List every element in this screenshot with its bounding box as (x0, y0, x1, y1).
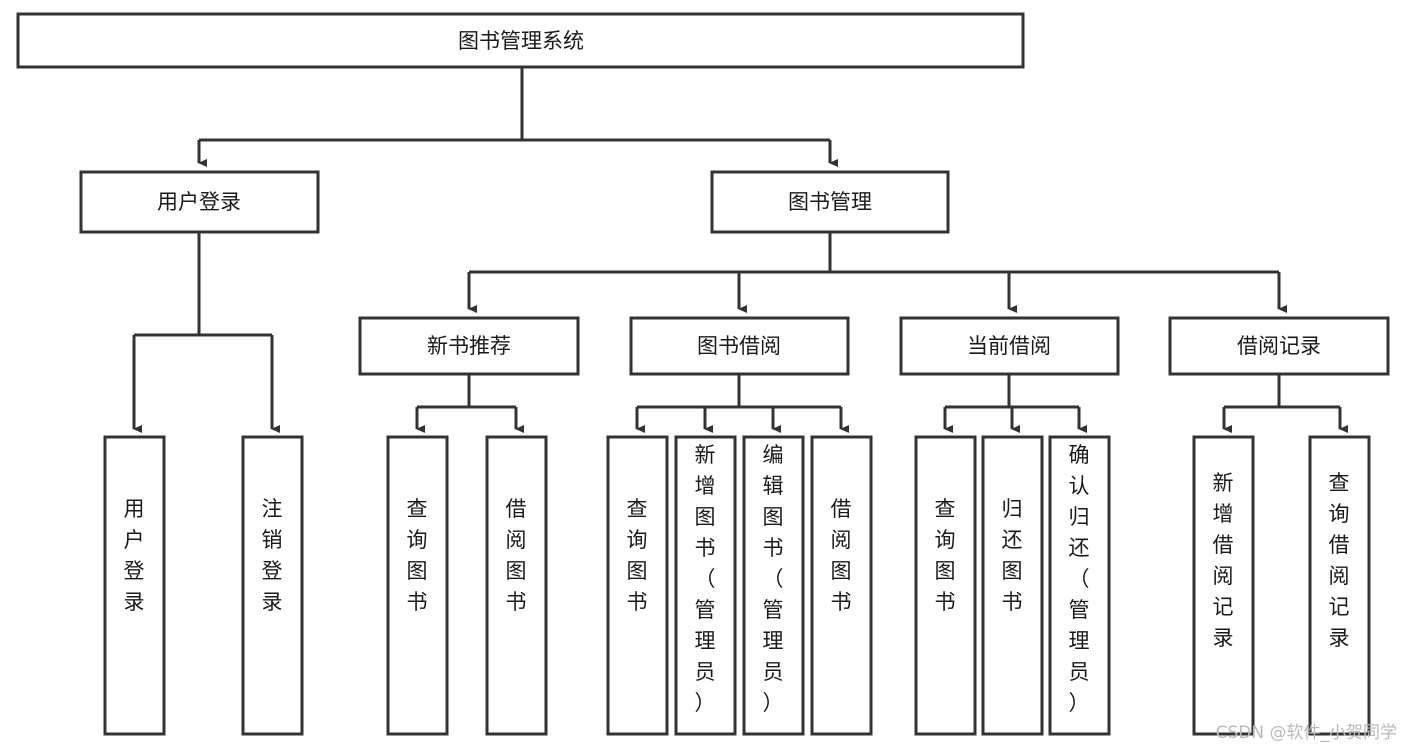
leaf-user-login-0[interactable]: 用户登录 (103, 435, 166, 736)
node-current-borrow-label: 当前借阅 (967, 334, 1051, 358)
leaf-book-borrow-0-label: 查询图书 (627, 497, 648, 614)
leaf-book-borrow-3-label: 借阅图书 (831, 497, 852, 614)
leaf-current-borrow-1-box[interactable] (981, 435, 1044, 736)
node-user-login-label: 用户登录 (157, 190, 241, 214)
leaf-book-borrow-2[interactable]: 编辑图书（管理员） (742, 435, 805, 736)
leaf-borrow-record-0-label: 新增借阅记录 (1213, 471, 1234, 650)
leaf-borrow-record-1-label: 查询借阅记录 (1329, 471, 1350, 650)
node-current-borrow[interactable]: 当前借阅 (899, 316, 1120, 376)
node-borrow-record-label: 借阅记录 (1237, 334, 1321, 358)
leaf-current-borrow-0-label: 查询图书 (935, 497, 956, 614)
leaf-user-login-1[interactable]: 注销登录 (241, 435, 304, 736)
leaf-book-borrow-3-box[interactable] (810, 435, 873, 736)
leaf-new-book-0[interactable]: 查询图书 (386, 435, 449, 736)
node-new-book-label: 新书推荐 (427, 334, 511, 358)
leaf-new-book-1[interactable]: 借阅图书 (485, 435, 548, 736)
leaf-book-borrow-2-box[interactable] (742, 435, 805, 736)
node-new-book[interactable]: 新书推荐 (358, 316, 580, 376)
leaf-borrow-record-0-box[interactable] (1192, 435, 1255, 736)
leaf-user-login-1-label: 注销登录 (262, 497, 283, 614)
node-book-mgmt-label: 图书管理 (788, 190, 872, 214)
leaf-user-login-0-label: 用户登录 (124, 497, 145, 614)
leaf-book-borrow-1[interactable]: 新增图书（管理员） (674, 435, 737, 736)
leaf-current-borrow-1-label: 归还图书 (1002, 497, 1023, 614)
leaf-current-borrow-2[interactable]: 确认归还（管理员） (1048, 435, 1111, 736)
leaf-user-login-0-box[interactable] (103, 435, 166, 736)
csdn-watermark: CSDN @软件_小贺同学 (1215, 723, 1397, 743)
leaf-new-book-1-label: 借阅图书 (506, 497, 527, 614)
leaf-current-borrow-2-box[interactable] (1048, 435, 1111, 736)
leaf-book-borrow-3[interactable]: 借阅图书 (810, 435, 873, 736)
connectors (132, 67, 1348, 433)
leaf-book-borrow-1-box[interactable] (674, 435, 737, 736)
leaf-current-borrow-0-box[interactable] (914, 435, 977, 736)
node-book-borrow-box[interactable] (629, 316, 850, 376)
node-book-borrow-label: 图书借阅 (697, 334, 781, 358)
leaf-book-borrow-0[interactable]: 查询图书 (606, 435, 669, 736)
leaf-current-borrow-1[interactable]: 归还图书 (981, 435, 1044, 736)
node-book-mgmt[interactable]: 图书管理 (710, 170, 950, 234)
leaf-new-book-0-label: 查询图书 (407, 497, 428, 614)
leaf-user-login-1-box[interactable] (241, 435, 304, 736)
node-root[interactable]: 图书管理系统 (16, 12, 1025, 69)
leaf-borrow-record-1[interactable]: 查询借阅记录 (1308, 435, 1371, 736)
node-new-book-box[interactable] (358, 316, 580, 376)
node-root-box[interactable] (16, 12, 1025, 69)
leaf-new-book-1-box[interactable] (485, 435, 548, 736)
leaf-borrow-record-1-box[interactable] (1308, 435, 1371, 736)
leaf-book-borrow-0-box[interactable] (606, 435, 669, 736)
node-current-borrow-box[interactable] (899, 316, 1120, 376)
leaf-current-borrow-0[interactable]: 查询图书 (914, 435, 977, 736)
node-book-mgmt-box[interactable] (710, 170, 950, 234)
node-root-label: 图书管理系统 (458, 29, 584, 53)
node-user-login-box[interactable] (79, 170, 320, 234)
leaf-current-borrow-2-label: 确认归还（管理员） (1069, 443, 1090, 715)
leaf-book-borrow-1-label: 新增图书（管理员） (695, 443, 716, 715)
leaf-new-book-0-box[interactable] (386, 435, 449, 736)
node-book-borrow[interactable]: 图书借阅 (629, 316, 850, 376)
leaf-borrow-record-0[interactable]: 新增借阅记录 (1192, 435, 1255, 736)
node-borrow-record-box[interactable] (1168, 316, 1390, 376)
leaf-book-borrow-2-label: 编辑图书（管理员） (763, 443, 784, 715)
node-borrow-record[interactable]: 借阅记录 (1168, 316, 1390, 376)
node-user-login[interactable]: 用户登录 (79, 170, 320, 234)
